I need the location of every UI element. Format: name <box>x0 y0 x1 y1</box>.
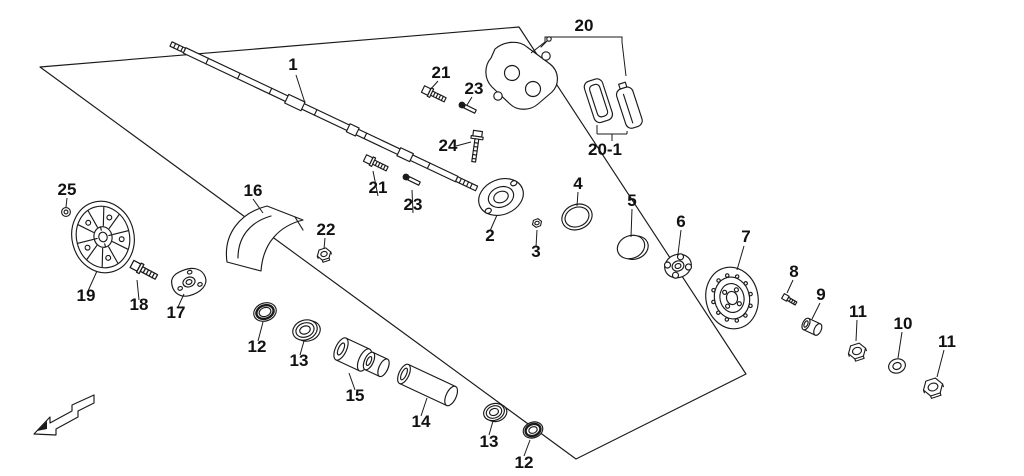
part-label-23-b: 23 <box>404 195 423 214</box>
hex-bolt-24 <box>470 129 484 163</box>
axle-guard-16 <box>225 205 304 272</box>
flange-nut-11-outer <box>922 377 944 399</box>
brake-disc <box>705 266 759 330</box>
part-label-11-b: 11 <box>938 332 956 351</box>
brake-caliper <box>485 36 558 110</box>
part-label-13-b: 13 <box>480 432 499 451</box>
disc-bolt-8 <box>781 293 798 306</box>
snap-ring-25 <box>61 207 71 217</box>
oil-seal-12-front <box>253 302 277 322</box>
washer-10 <box>888 358 906 374</box>
part-label-14: 14 <box>412 412 431 431</box>
small-nut-3 <box>531 218 543 228</box>
part-label-21-b: 21 <box>369 178 388 197</box>
bracket-20 <box>530 36 627 77</box>
bearing-holder <box>478 178 524 216</box>
bearing-13-rear <box>483 402 508 423</box>
part-label-8: 8 <box>789 262 798 281</box>
axle-shaft <box>169 41 479 192</box>
part-label-6: 6 <box>676 212 685 231</box>
part-label-18: 18 <box>130 295 149 314</box>
part-label-7: 7 <box>741 227 750 246</box>
part-label-20-1: 20-1 <box>588 140 622 159</box>
stud-pin-23-top <box>456 99 478 116</box>
leader-lines <box>65 74 945 457</box>
part-label-21-a: 21 <box>432 63 451 82</box>
driven-fan-wheel-19 <box>71 200 135 274</box>
part-label-12-a: 12 <box>248 337 267 356</box>
part-label-13-a: 13 <box>290 351 309 370</box>
part-label-17: 17 <box>167 303 186 322</box>
part-label-15: 15 <box>346 386 365 405</box>
part-label-11-a: 11 <box>849 302 867 321</box>
hub-flange-6 <box>663 253 693 279</box>
part-label-2: 2 <box>485 226 494 245</box>
part-label-5: 5 <box>627 191 636 210</box>
part-label-20: 20 <box>575 16 594 35</box>
part-label-9: 9 <box>816 285 825 304</box>
oil-seal-12-rear <box>522 421 544 439</box>
front-direction-icon <box>33 394 95 436</box>
part-label-16: 16 <box>244 181 263 200</box>
diagram-border-plane <box>39 26 747 460</box>
part-label-1: 1 <box>288 55 297 74</box>
spacer-collar-9 <box>801 317 823 336</box>
flange-nut-11-inner <box>847 342 867 362</box>
part-label-25: 25 <box>58 180 77 199</box>
flange-bolt-21-top <box>420 84 448 105</box>
bearing-13-front <box>292 319 321 342</box>
brake-pads <box>583 78 643 129</box>
lock-nut-22 <box>316 247 332 263</box>
part-label-10: 10 <box>894 314 913 333</box>
stud-pin-23-mid <box>400 171 422 188</box>
seal-ring-4 <box>561 203 593 231</box>
bearing-flange-17 <box>170 267 207 297</box>
bushing-set-15 <box>333 337 390 378</box>
part-label-22: 22 <box>317 220 336 239</box>
spacer-tube-14 <box>397 363 459 407</box>
bracket-20-1 <box>596 125 628 141</box>
dust-cap-5 <box>616 234 649 261</box>
flange-bolt-21-mid <box>362 153 390 174</box>
part-label-3: 3 <box>531 242 540 261</box>
part-label-12-b: 12 <box>515 453 534 472</box>
flange-bolt-18 <box>128 258 160 283</box>
part-label-23-a: 23 <box>465 79 484 98</box>
part-label-19: 19 <box>77 286 96 305</box>
part-label-4: 4 <box>573 174 583 193</box>
part-label-24: 24 <box>439 136 458 155</box>
